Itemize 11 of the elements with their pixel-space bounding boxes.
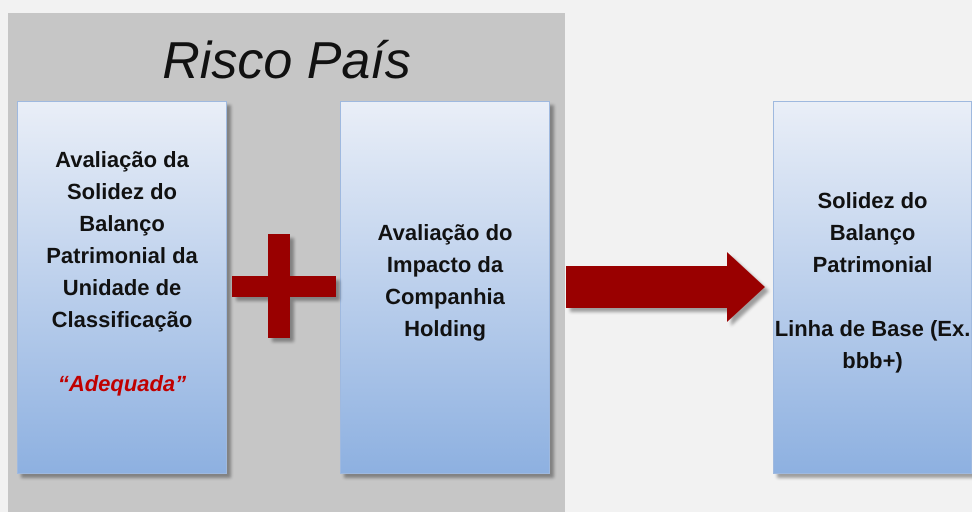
box-text: Avaliação da Solidez do Balanço Patrimonial da Unidade de Classificação [45, 146, 199, 334]
group-panel [8, 13, 565, 512]
process-box [17, 101, 227, 474]
box-text: Linha de Base (Ex. bbb+) [774, 314, 971, 375]
box-text: Avaliação do Impacto da Companhia Holding [376, 218, 514, 343]
panel-title: Risco País [161, 35, 412, 87]
rating-label: “Adequada” [58, 370, 186, 398]
process-box [340, 101, 550, 474]
box-text: Solidez do Balanço Patrimonial [812, 186, 934, 278]
process-box [773, 101, 972, 474]
block-arrow [566, 252, 765, 322]
